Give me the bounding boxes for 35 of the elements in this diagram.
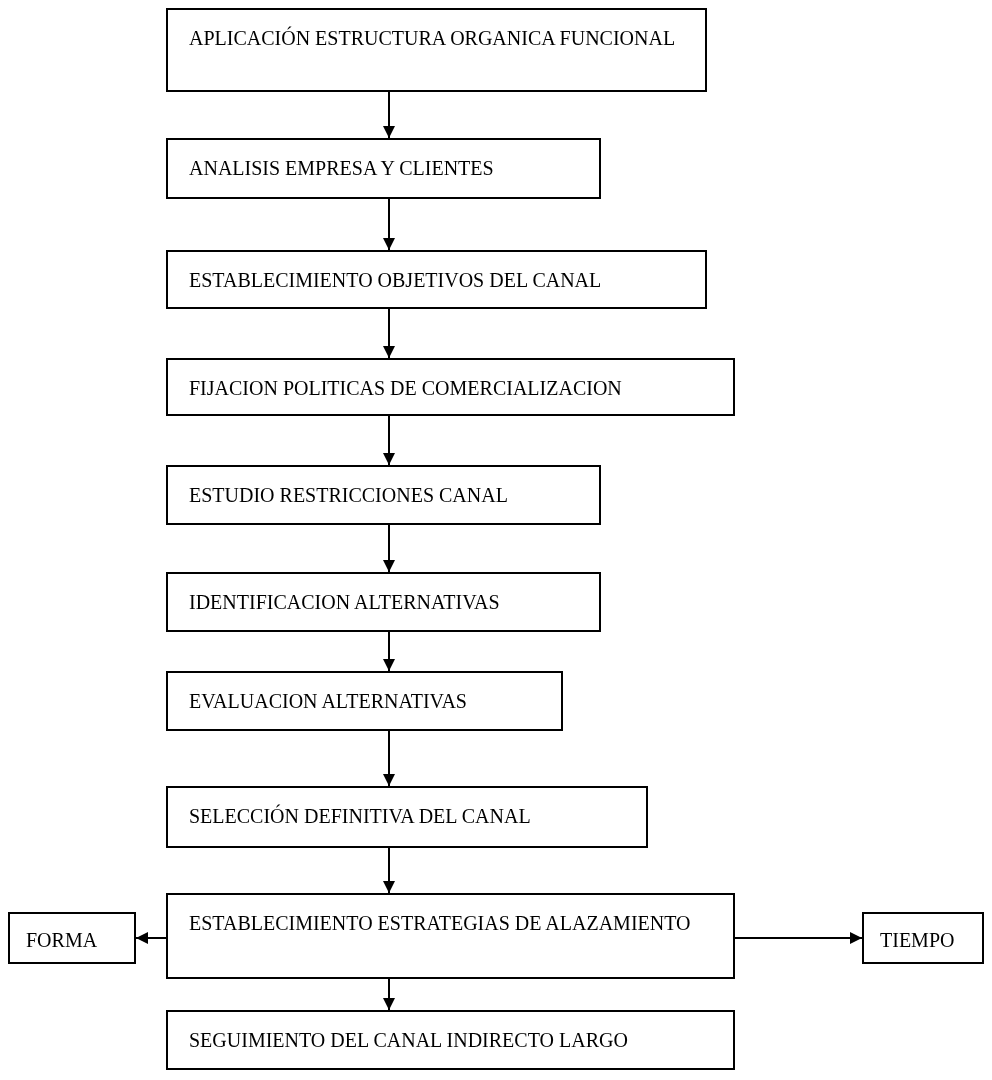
- arrow: [383, 631, 395, 672]
- process-box: [166, 358, 735, 416]
- arrow: [135, 932, 167, 944]
- step-label: ESTUDIO RESTRICCIONES CANAL: [189, 483, 509, 508]
- step-label: ESTABLECIMIENTO ESTRATEGIAS DE ALAZAMIENTO: [189, 911, 692, 936]
- step-label: IDENTIFICACION ALTERNATIVAS: [189, 590, 501, 615]
- process-box: [166, 671, 563, 731]
- process-box: [166, 465, 601, 525]
- step-label: ANALISIS EMPRESA Y CLIENTES: [189, 156, 495, 181]
- step-label: APLICACIÓN ESTRUCTURA ORGANICA FUNCIONAL: [189, 25, 677, 51]
- process-box: [166, 1010, 735, 1070]
- arrow: [383, 308, 395, 359]
- process-box: [166, 893, 735, 979]
- step-label: ESTABLECIMIENTO OBJETIVOS DEL CANAL: [189, 268, 603, 293]
- process-box: [166, 250, 707, 309]
- arrow: [383, 198, 395, 251]
- arrow: [383, 91, 395, 139]
- process-box: [166, 786, 648, 848]
- step-label: SEGUIMIENTO DEL CANAL INDIRECTO LARGO: [189, 1028, 629, 1053]
- step-label: FORMA: [26, 928, 99, 953]
- arrow: [383, 730, 395, 787]
- process-box: [166, 138, 601, 199]
- process-box: [166, 8, 707, 92]
- step-label: EVALUACION ALTERNATIVAS: [189, 689, 468, 714]
- arrow: [734, 932, 863, 944]
- process-box: [8, 912, 136, 964]
- arrow: [383, 415, 395, 466]
- step-label: TIEMPO: [880, 928, 956, 953]
- step-label: FIJACION POLITICAS DE COMERCIALIZACION: [189, 376, 623, 401]
- process-box: [862, 912, 984, 964]
- arrow: [383, 847, 395, 894]
- arrow: [383, 978, 395, 1011]
- step-label: SELECCIÓN DEFINITIVA DEL CANAL: [189, 803, 532, 829]
- process-box: [166, 572, 601, 632]
- arrow: [383, 524, 395, 573]
